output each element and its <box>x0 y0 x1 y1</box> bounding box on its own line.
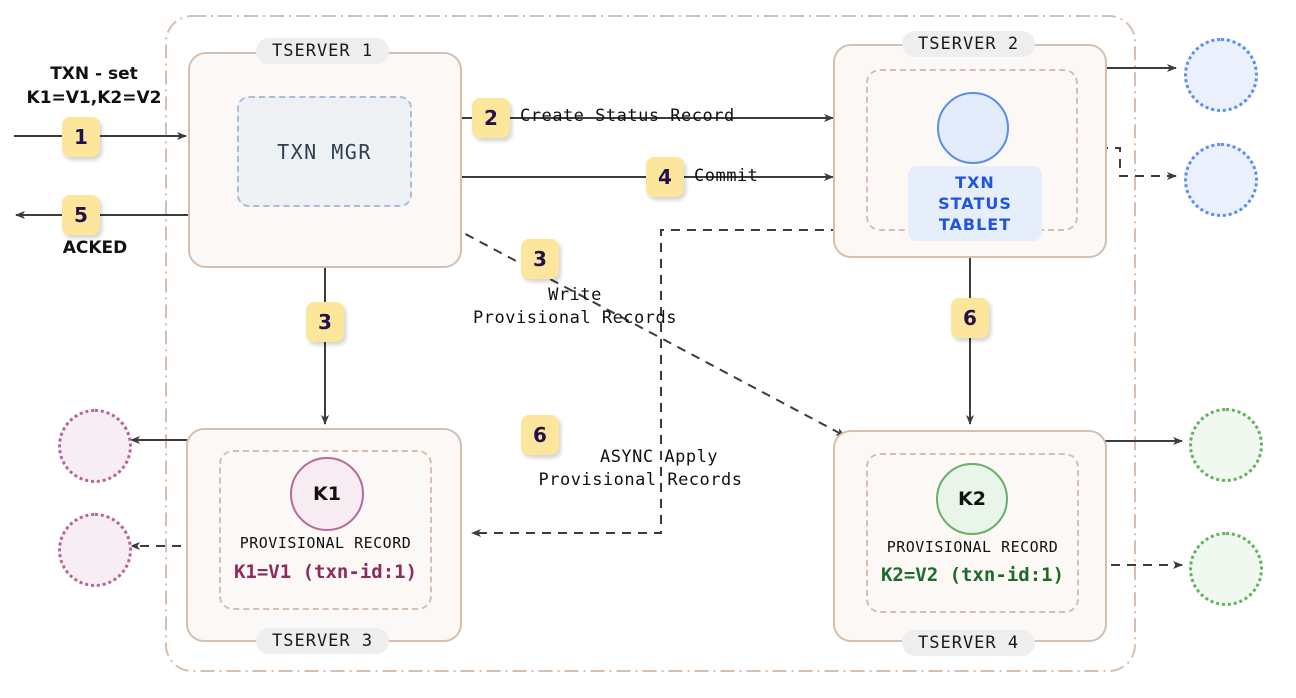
cluster-boundary <box>165 15 1136 672</box>
tserver-2-label: TSERVER 2 <box>902 31 1036 57</box>
tserver-3-provisional-title: PROVISIONAL RECORD <box>239 534 412 552</box>
step-badge-3-left[interactable]: 3 <box>306 302 344 342</box>
k1-label: K1 <box>313 483 341 505</box>
replica-circle-blue-leader[interactable] <box>1184 38 1258 112</box>
step-label-write-provisional-line2: Provisional Records <box>473 308 677 328</box>
step-badge-5[interactable]: 5 <box>62 195 100 235</box>
k1-circle[interactable]: K1 <box>290 457 364 531</box>
replica-circle-green-follower[interactable] <box>1189 532 1263 606</box>
replica-circle-blue-follower[interactable] <box>1184 143 1258 217</box>
tserver-1-box[interactable] <box>188 52 462 268</box>
tserver-4-tablet-region <box>866 453 1079 613</box>
step-badge-4[interactable]: 4 <box>646 157 684 197</box>
tserver-1-label: TSERVER 1 <box>256 38 390 64</box>
step-label-commit: Commit <box>694 166 759 186</box>
txn-mgr-box[interactable]: TXN MGR <box>237 96 412 207</box>
txn-mgr-label: TXN MGR <box>277 139 372 164</box>
request-line1: TXN - set <box>50 64 138 84</box>
arrow-step3-write-k2 <box>408 203 846 437</box>
replica-circle-pink-follower[interactable] <box>58 513 132 587</box>
step-badge-1[interactable]: 1 <box>62 117 100 157</box>
tserver-3-label: TSERVER 3 <box>256 628 390 654</box>
step-label-async-apply-line2: Provisional Records <box>538 470 743 490</box>
step-label-async-apply-line1: ASYNC Apply <box>599 447 719 467</box>
step-badge-6-async[interactable]: 6 <box>521 415 559 455</box>
txn-status-tablet-leader-circle[interactable] <box>937 92 1009 164</box>
replica-link-blue-follower <box>1003 147 1177 180</box>
acked-label: ACKED <box>62 238 128 258</box>
txn-status-tablet-line1: TXN STATUS <box>938 173 1012 213</box>
step-badge-2[interactable]: 2 <box>472 98 510 138</box>
step-badge-3-write[interactable]: 3 <box>521 239 559 279</box>
tserver-4-label: TSERVER 4 <box>902 630 1036 656</box>
request-line2: K1=V1,K2=V2 <box>26 88 162 108</box>
tserver-3-tablet-region <box>219 450 432 610</box>
step-label-write-provisional-line1: Write <box>548 285 602 305</box>
txn-status-tablet-label: TXN STATUS TABLET <box>908 166 1042 241</box>
replica-circle-pink-leader[interactable] <box>58 409 132 483</box>
tserver-3-provisional-value: K1=V1 (txn-id:1) <box>233 561 418 583</box>
step-label-create-status-record: Create Status Record <box>520 106 735 126</box>
txn-status-tablet-line2: TABLET <box>938 215 1012 234</box>
tserver-4-provisional-title: PROVISIONAL RECORD <box>886 538 1059 556</box>
k2-label: K2 <box>958 488 986 510</box>
replica-circle-green-leader[interactable] <box>1189 408 1263 482</box>
tserver-4-provisional-value: K2=V2 (txn-id:1) <box>880 564 1065 586</box>
k2-circle[interactable]: K2 <box>936 463 1008 535</box>
step-badge-6-right[interactable]: 6 <box>951 298 989 338</box>
